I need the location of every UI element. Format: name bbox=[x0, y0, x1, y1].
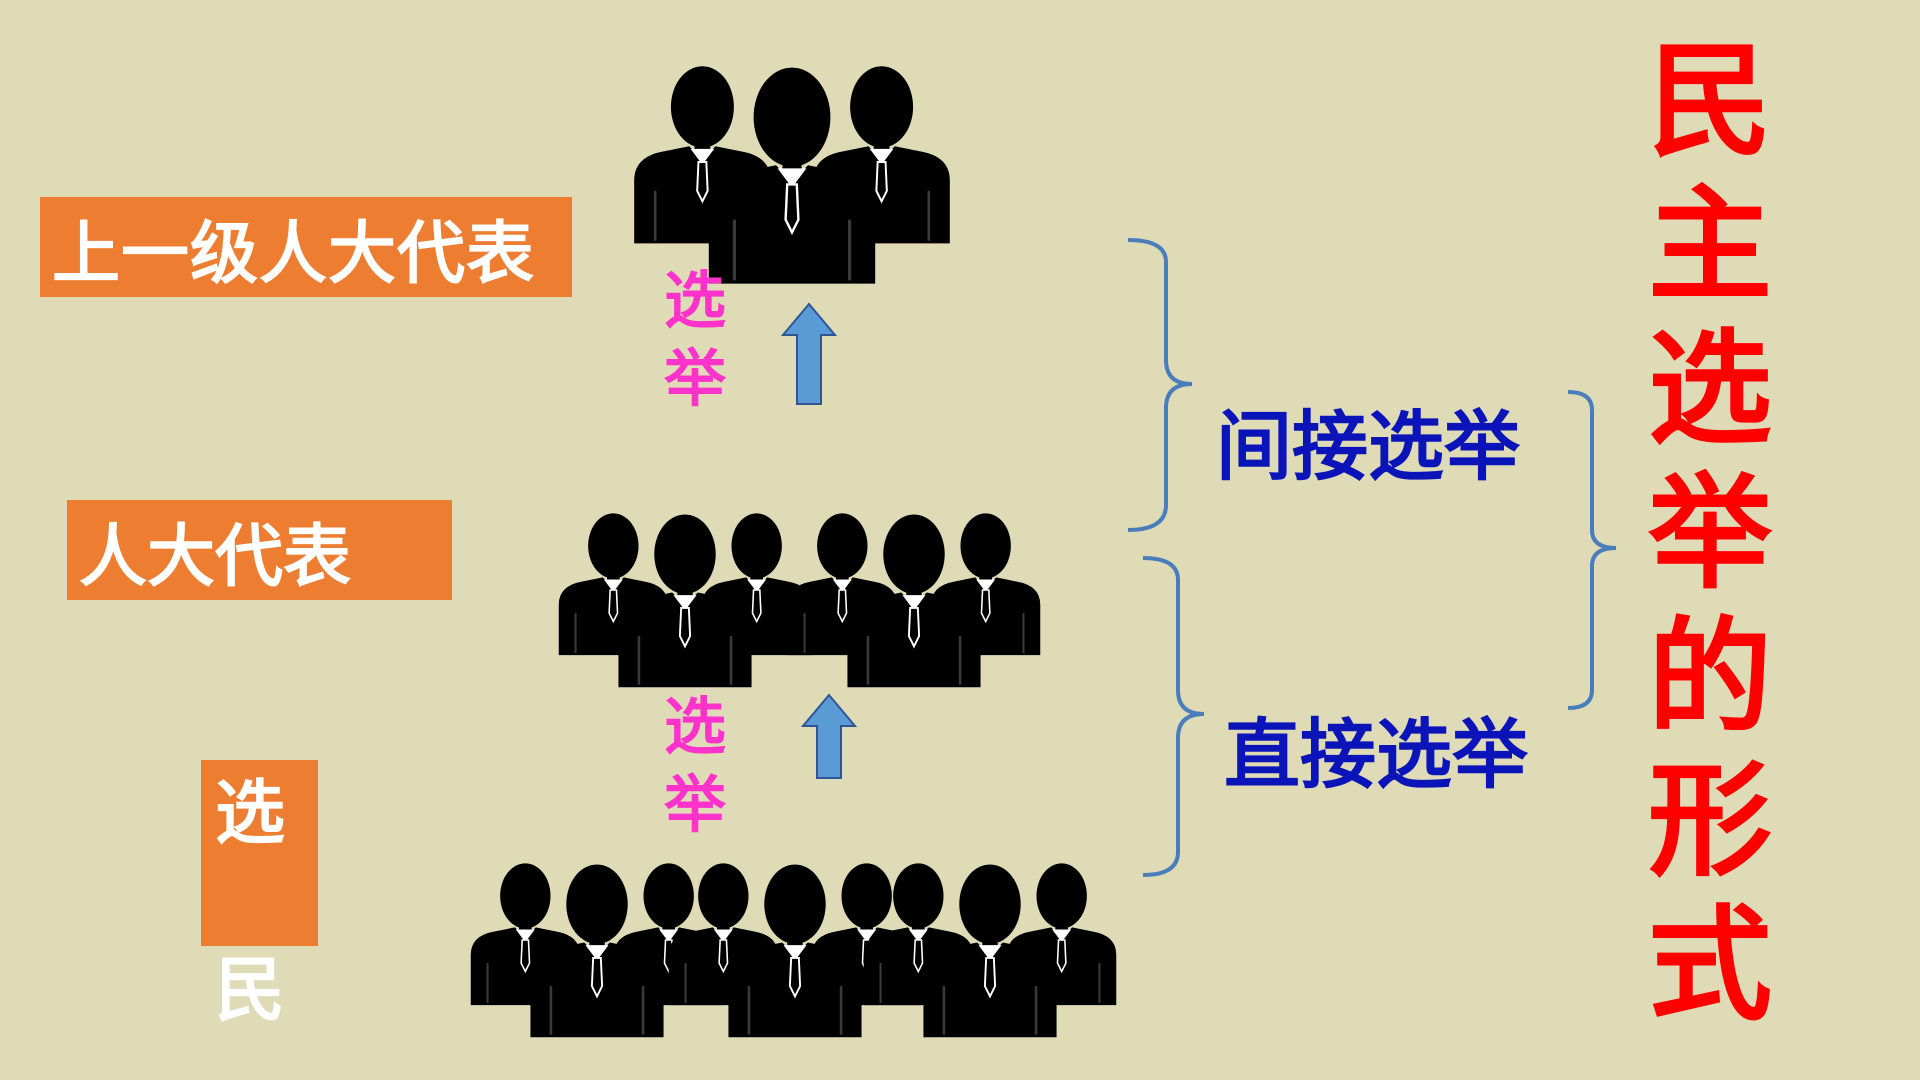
overall-bracket bbox=[1567, 390, 1617, 710]
up-arrow-icon bbox=[800, 693, 858, 779]
indirect-bracket bbox=[1127, 238, 1193, 532]
deputies-label: 人大代表 bbox=[67, 500, 452, 600]
deputies-people-icon bbox=[559, 513, 1041, 687]
direct-election-label: 直接选举 bbox=[1224, 710, 1528, 799]
direct-bracket bbox=[1142, 556, 1205, 877]
election-label-upper: 选举 bbox=[663, 264, 726, 415]
voters-label-box bbox=[201, 760, 318, 946]
voters-label-char-2: 民 bbox=[215, 949, 285, 1031]
voters-label-char-1: 选 bbox=[215, 772, 285, 854]
indirect-election-label: 间接选举 bbox=[1216, 402, 1520, 491]
upper-deputies-people-icon bbox=[634, 66, 950, 283]
up-arrow-icon bbox=[780, 302, 838, 405]
election-label-lower: 选举 bbox=[663, 690, 726, 841]
upper-deputies-label: 上一级人大代表 bbox=[40, 197, 572, 297]
voters-people-icon bbox=[471, 863, 1117, 1037]
page-title: 民主选举的形式 bbox=[1647, 30, 1772, 1038]
